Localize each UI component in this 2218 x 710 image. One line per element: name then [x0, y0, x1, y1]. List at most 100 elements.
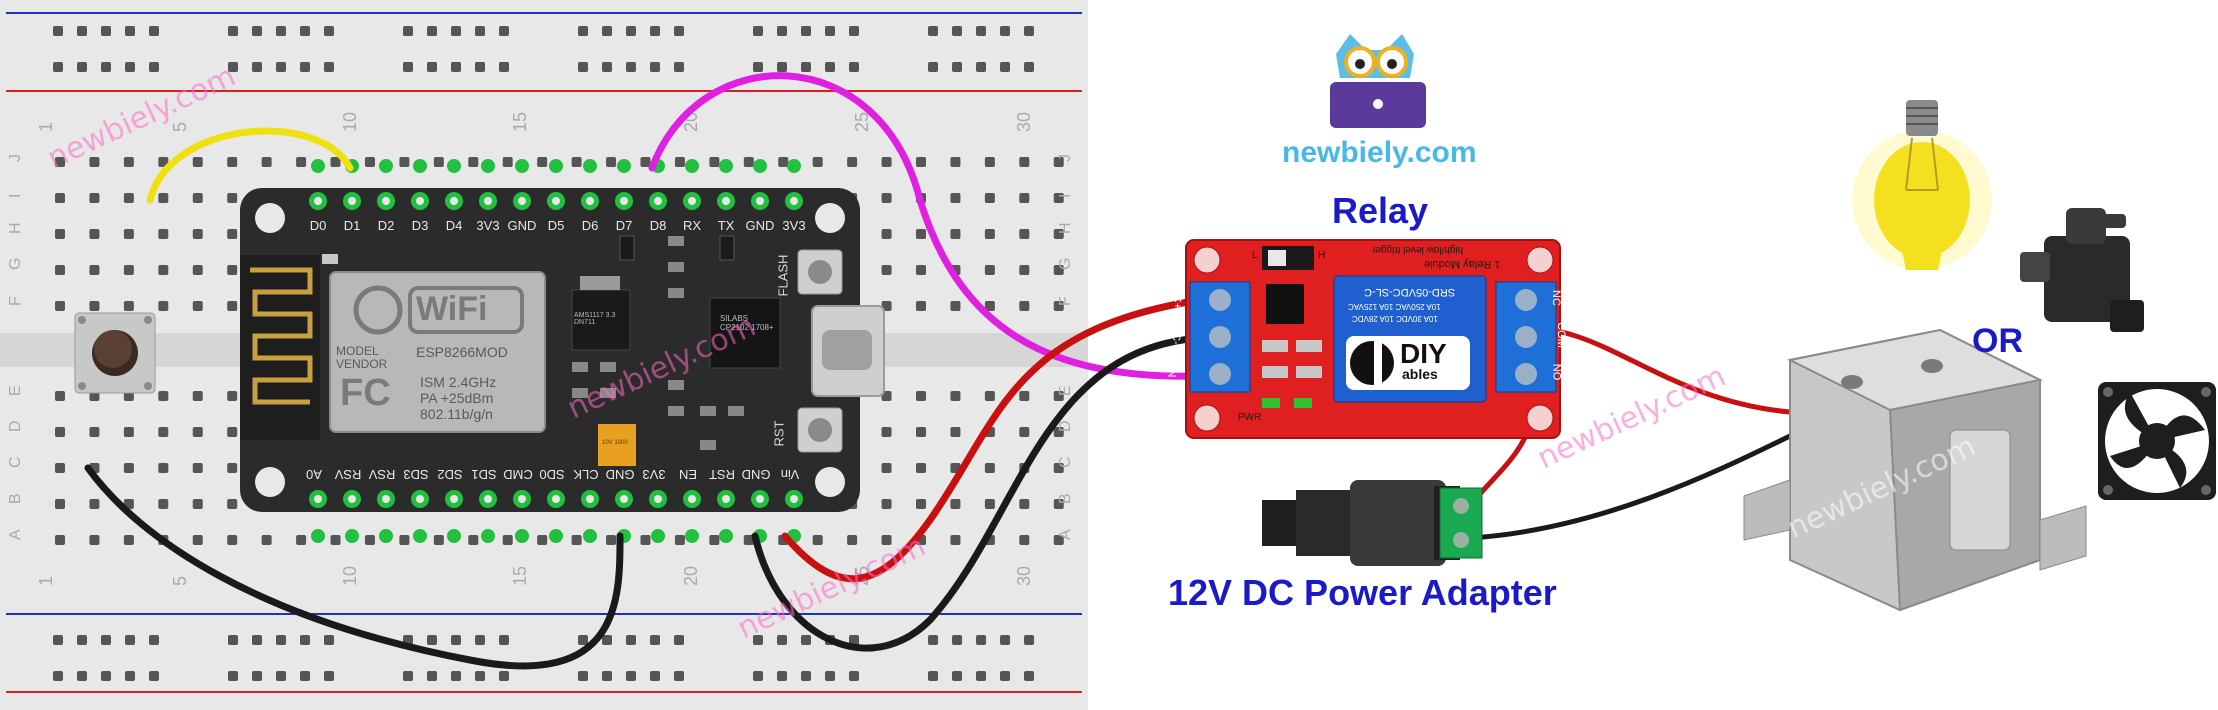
row-letter: H: [7, 222, 24, 234]
pwr-led: [1262, 398, 1280, 408]
lock-latch: [1949, 429, 2011, 551]
relay-model-text: SRD-05VDC-SL-C: [1364, 286, 1456, 298]
row-letter: C: [1057, 456, 1074, 468]
column-number-top: 25: [852, 112, 872, 132]
esp-top-pin-label: D6: [582, 218, 599, 233]
esp-rst-label: RST: [771, 420, 787, 447]
row-letter: G: [1057, 258, 1074, 270]
relay-input-pin-label: IN: [1165, 366, 1178, 378]
esp-top-pin-label: RX: [683, 218, 701, 233]
row-letter: F: [1057, 296, 1074, 306]
column-number-bottom: 5: [170, 576, 190, 586]
column-number-bottom: 1: [36, 576, 56, 586]
row-letter: I: [1057, 194, 1074, 198]
dc-power-adapter: [1262, 480, 1483, 566]
relay-module: [1185, 239, 1561, 439]
relay-module-title: 1 Relay Module: [1424, 258, 1501, 270]
esp-top-pin-label: D8: [650, 218, 667, 233]
relay-output-pin-label: COM: [1554, 322, 1567, 348]
relay-rating-1: 10A 250VAC 10A 125VAC: [1348, 302, 1441, 311]
relay-output-pin-label: NO: [1550, 363, 1563, 381]
esp-pa: PA +25dBm: [420, 390, 494, 406]
row-letter: D: [1057, 420, 1074, 432]
espressif-logo-icon: [353, 285, 403, 335]
row-letter: H: [1057, 222, 1074, 234]
light-bulb-icon: [1852, 100, 1992, 270]
esp-regulator-label: AMS1117 3.3 DN711: [574, 312, 616, 326]
yellow-wire: [146, 127, 354, 204]
relay-pwr-label: PWR: [1238, 412, 1262, 423]
esp-bottom-pin-label: GND: [742, 467, 771, 482]
column-number-bottom: 20: [681, 566, 701, 586]
or-label: OR: [1972, 322, 2023, 360]
column-number-bottom: 15: [510, 566, 530, 586]
esp-bottom-pin-label: RSV: [334, 467, 361, 482]
row-letter: G: [7, 258, 24, 270]
esp-bottom-pin-label: EN: [679, 467, 697, 482]
black-wire-ground: [751, 334, 1204, 652]
esp-top-pin-label: TX: [718, 218, 735, 233]
column-number-top: 1: [36, 122, 56, 132]
esp-flash-label: FLASH: [775, 254, 791, 297]
relay-title: Relay: [1332, 190, 1429, 231]
esp-top-pin-label: D1: [344, 218, 361, 233]
esp-model-label: MODEL: [336, 344, 379, 358]
esp-top-pin-label: D0: [310, 218, 327, 233]
relay-brand-sub: ables: [1402, 366, 1438, 382]
relay-trigger-text: high/low level trigger: [1372, 244, 1464, 255]
wifi-module-shield: [329, 271, 546, 433]
row-letter: J: [1057, 154, 1074, 162]
relay-input-pin-label: DC-: [1169, 325, 1182, 345]
relay-jumper-l: L: [1252, 250, 1258, 261]
esp-bottom-pin-label: Vin: [781, 467, 800, 482]
esp-top-pin-label: D7: [616, 218, 633, 233]
esp-top-pin-label: D2: [378, 218, 395, 233]
relay-input-pin-label: DC+: [1171, 286, 1184, 310]
row-letter: J: [7, 154, 24, 162]
esp-bottom-pin-label: 3V3: [642, 467, 665, 482]
esp-vendor-label: VENDOR: [336, 357, 388, 371]
esp-bottom-pin-label: RSV: [368, 467, 395, 482]
esp-usb-chip-label: SILABS CP2102 1708+: [720, 314, 774, 332]
water-pump-icon: [2020, 208, 2144, 332]
relay-brand: DIY: [1400, 338, 1447, 369]
solenoid-lock: [1743, 328, 2087, 612]
esp-bottom-pin-label: SD2: [437, 467, 462, 482]
wifi-logo-frame: [408, 286, 524, 334]
optocoupler: [1266, 284, 1304, 324]
esp-bottom-pin-label: A0: [306, 467, 322, 482]
column-number-bottom: 30: [1014, 566, 1034, 586]
row-letter: A: [7, 529, 24, 540]
esp-bottom-pin-label: SD0: [539, 467, 564, 482]
esp-top-pin-label: GND: [746, 218, 775, 233]
black-wire-button: [84, 464, 624, 670]
row-letter: C: [7, 456, 24, 468]
esp-top-pin-label: D5: [548, 218, 565, 233]
row-letter: F: [7, 296, 24, 306]
column-number-top: 5: [170, 122, 190, 132]
power-adapter-label: 12V DC Power Adapter: [1168, 572, 1557, 613]
relay-rating-2: 10A 30VDC 10A 28VDC: [1352, 314, 1438, 323]
usb-serial-chip: [709, 297, 781, 369]
row-letter: B: [1057, 493, 1074, 504]
brand-label: newbiely.com: [1282, 136, 1477, 169]
push-button: [74, 312, 156, 394]
row-letter: A: [1057, 529, 1074, 540]
column-number-top: 15: [510, 112, 530, 132]
black-wire-adapter: [1467, 433, 1793, 541]
esp-bottom-pin-label: SD1: [471, 467, 496, 482]
row-letter: E: [1057, 385, 1074, 396]
esp-fc-mark: FC: [340, 372, 391, 414]
bulb-base: [1906, 100, 1938, 136]
row-letter: I: [7, 194, 24, 198]
esp-protocol: 802.11b/g/n: [420, 406, 493, 422]
esp-ism: ISM 2.4GHz: [420, 374, 497, 390]
esp-bottom-pin-label: GND: [606, 467, 635, 482]
esp-top-pin-label: 3V3: [476, 218, 499, 233]
esp-bottom-pin-label: CMD: [503, 467, 533, 482]
antenna-trace: [250, 267, 313, 405]
